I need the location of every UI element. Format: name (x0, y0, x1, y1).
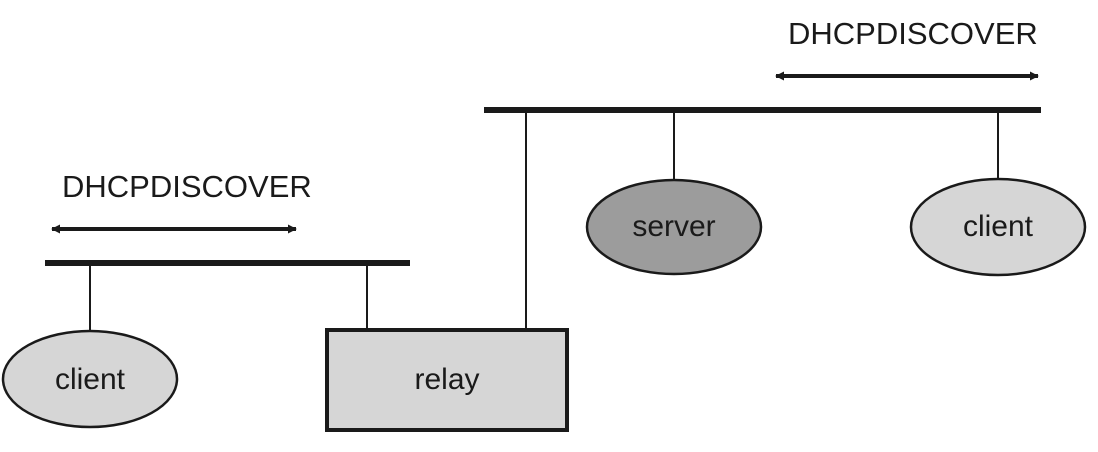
left-dhcpdiscover-label: DHCPDISCOVER (62, 169, 312, 204)
right-client-label: client (963, 210, 1034, 243)
right-client-node (909, 177, 1087, 277)
left-client-node (1, 329, 179, 429)
left-client-label: client (55, 363, 126, 396)
server-node (585, 178, 763, 276)
server-label: server (632, 210, 715, 243)
relay-node (325, 328, 569, 432)
relay-agent: relay (325, 328, 569, 432)
relay-label: relay (414, 363, 479, 396)
right-network-segment: DHCPDISCOVER server client (484, 16, 1087, 330)
left-bus-line (45, 260, 410, 266)
left-network-segment: DHCPDISCOVER client (1, 169, 410, 429)
right-bus-line (484, 107, 1041, 113)
right-dhcpdiscover-label: DHCPDISCOVER (788, 16, 1038, 51)
